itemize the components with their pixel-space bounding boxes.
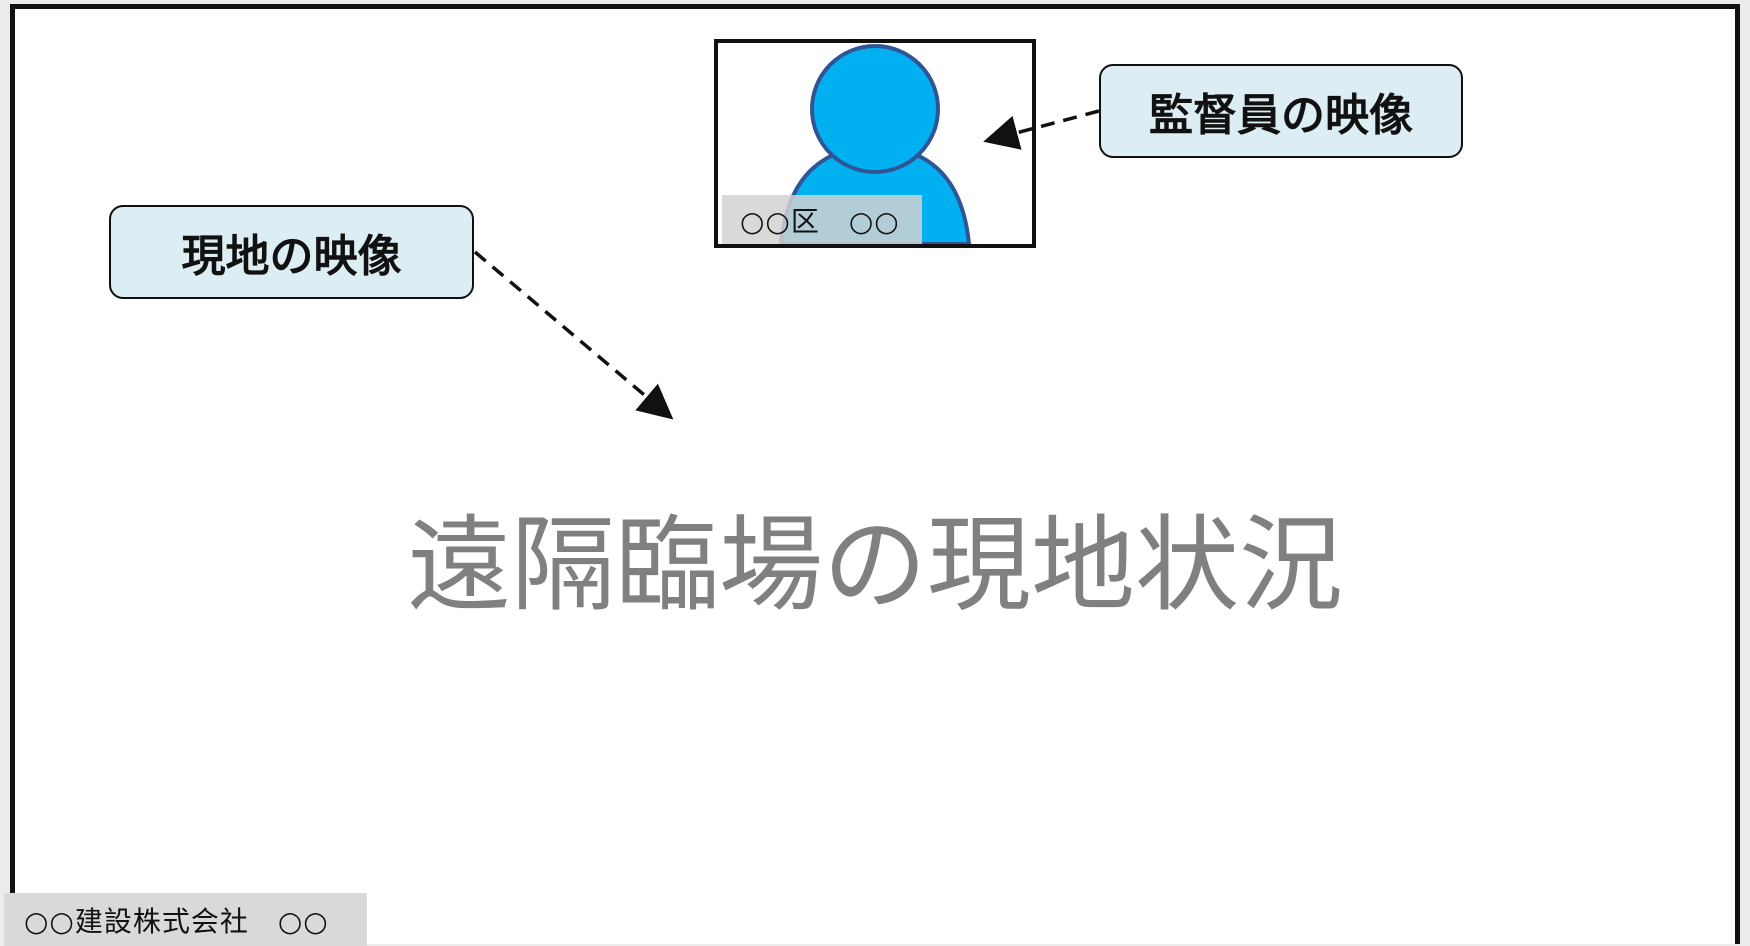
site-status-text: 遠隔臨場の現地状況 — [406, 503, 1343, 626]
avatar-head — [810, 44, 940, 174]
supervisor-name-tag: ○○区 ○○ — [722, 195, 922, 244]
supervisor-video-window[interactable]: ○○区 ○○ — [714, 39, 1036, 248]
site-video-callout: 現地の映像 — [109, 205, 474, 299]
contractor-name-tag: ○○建設株式会社 ○○ — [4, 893, 367, 946]
supervisor-video-callout: 監督員の映像 — [1099, 64, 1463, 158]
